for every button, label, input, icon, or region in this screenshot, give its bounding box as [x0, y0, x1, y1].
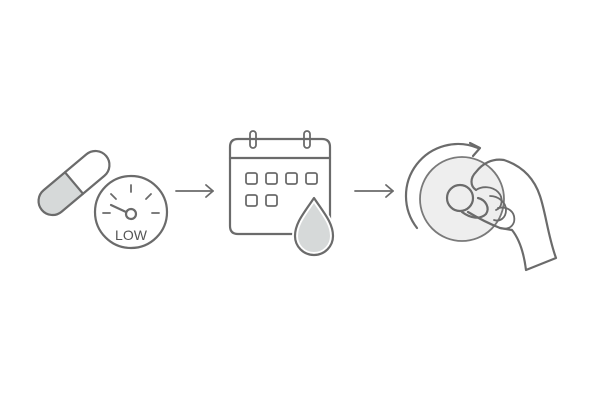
- calendar-day-cell: [245, 194, 258, 207]
- finger: [475, 186, 503, 211]
- calendar-day-cell: [305, 172, 318, 185]
- gauge-low-label: LOW: [115, 227, 148, 243]
- calendar-icon: [228, 130, 332, 236]
- rotation-arrow: [404, 142, 480, 230]
- pill-capsule-icon: [37, 149, 111, 217]
- gauge-needle: [109, 203, 128, 214]
- dial-knob: [445, 183, 475, 213]
- step-2-group: [228, 130, 337, 258]
- finger: [489, 195, 507, 222]
- arrow-right-icon: [354, 184, 394, 198]
- arrow-right-icon: [175, 184, 214, 198]
- gauge-tick: [145, 193, 152, 200]
- calendar-day-cell: [245, 172, 258, 185]
- calendar-ring: [303, 130, 311, 149]
- step-1-group: LOW: [37, 149, 169, 250]
- finger: [497, 206, 516, 230]
- water-drop-icon: [291, 192, 337, 258]
- calendar-day-cell: [265, 194, 278, 207]
- gauge-tick: [110, 193, 117, 200]
- gauge-icon: LOW: [93, 174, 169, 250]
- calendar-ring: [249, 130, 257, 149]
- thumb: [460, 196, 489, 219]
- hand-turning-dial-icon: [404, 141, 558, 272]
- calendar-day-cell: [285, 172, 298, 185]
- calendar-day-cell: [265, 172, 278, 185]
